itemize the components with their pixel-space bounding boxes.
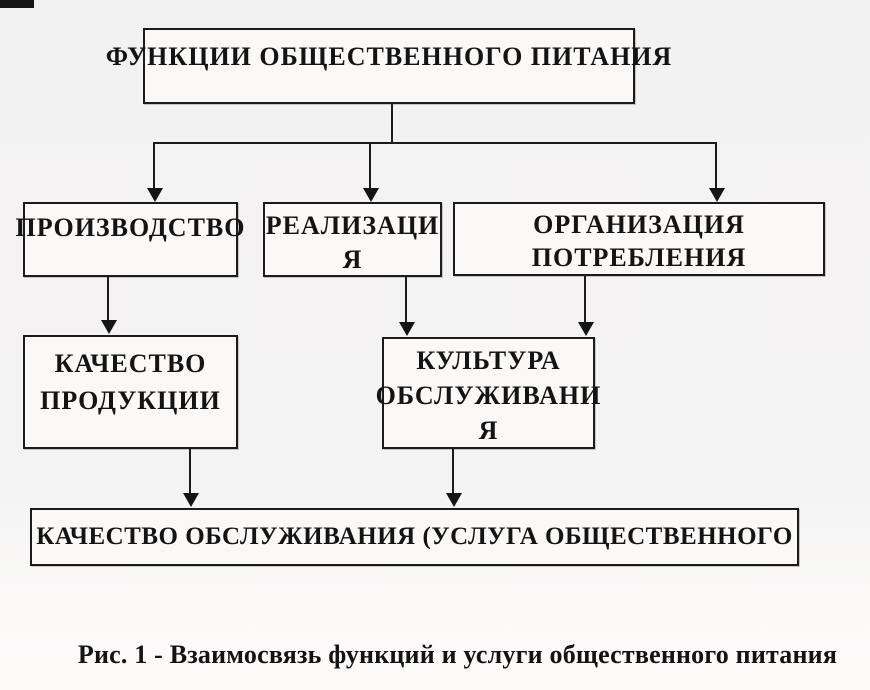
connector-service-culture-to-service-quality bbox=[452, 449, 454, 494]
node-realization-label-line1: РЕАЛИЗАЦИ bbox=[265, 211, 440, 240]
arrow-down-icon bbox=[183, 493, 199, 507]
connector-to-production bbox=[153, 142, 155, 189]
node-service-quality: КАЧЕСТВО ОБСЛУЖИВАНИЯ (УСЛУГА ОБЩЕСТВЕНН… bbox=[30, 508, 799, 566]
arrow-down-icon bbox=[446, 493, 462, 507]
node-consumption-organization: ОРГАНИЗАЦИЯ ПОТРЕБЛЕНИЯ bbox=[453, 202, 825, 276]
node-realization-label-line2: Я bbox=[342, 245, 363, 274]
node-service-culture-label-line3: Я bbox=[478, 416, 499, 445]
figure-caption: Рис. 1 - Взаимосвязь функций и услуги об… bbox=[77, 640, 838, 669]
node-service-culture: КУЛЬТУРА ОБСЛУЖИВАНИ Я bbox=[376, 337, 600, 449]
arrow-down-icon bbox=[399, 322, 415, 336]
node-realization: РЕАЛИЗАЦИ Я bbox=[263, 202, 442, 277]
arrow-down-icon bbox=[578, 322, 594, 336]
node-catering-functions: ФУНКЦИИ ОБЩЕСТВЕННОГО ПИТАНИЯ bbox=[106, 28, 671, 104]
node-service-culture-label-line1: КУЛЬТУРА bbox=[416, 346, 561, 375]
arrow-down-icon bbox=[363, 188, 379, 202]
node-product-quality-label-line1: КАЧЕСТВО bbox=[54, 349, 207, 378]
node-consumption-organization-label-line2: ПОТРЕБЛЕНИЯ bbox=[531, 243, 747, 272]
node-product-quality-label-line2: ПРОДУКЦИИ bbox=[40, 386, 221, 415]
connector-to-realization bbox=[369, 142, 371, 189]
connector-consumption-to-service-culture bbox=[584, 276, 586, 323]
node-product-quality: КАЧЕСТВО ПРОДУКЦИИ bbox=[23, 335, 238, 449]
arrow-down-icon bbox=[147, 188, 163, 202]
node-consumption-organization-label-line1: ОРГАНИЗАЦИЯ bbox=[533, 210, 745, 239]
scan-artifact-mark bbox=[0, 0, 34, 8]
arrow-down-icon bbox=[709, 188, 725, 202]
connector-to-consumption-organization bbox=[715, 142, 717, 189]
connector-product-quality-to-service-quality bbox=[189, 449, 191, 494]
node-production: ПРОИЗВОДСТВО bbox=[16, 202, 244, 277]
connector-distribution-bar bbox=[153, 142, 717, 144]
connector-realization-to-service-culture bbox=[405, 277, 407, 323]
node-service-culture-label-line2: ОБСЛУЖИВАНИ bbox=[375, 381, 602, 410]
connector-title-stem bbox=[391, 104, 393, 144]
connector-production-to-product-quality bbox=[107, 277, 109, 322]
node-production-label: ПРОИЗВОДСТВО bbox=[15, 213, 246, 242]
node-service-quality-label: КАЧЕСТВО ОБСЛУЖИВАНИЯ (УСЛУГА ОБЩЕСТВЕНН… bbox=[36, 523, 793, 550]
arrow-down-icon bbox=[101, 320, 117, 334]
node-catering-functions-label: ФУНКЦИИ ОБЩЕСТВЕННОГО ПИТАНИЯ bbox=[105, 42, 673, 71]
